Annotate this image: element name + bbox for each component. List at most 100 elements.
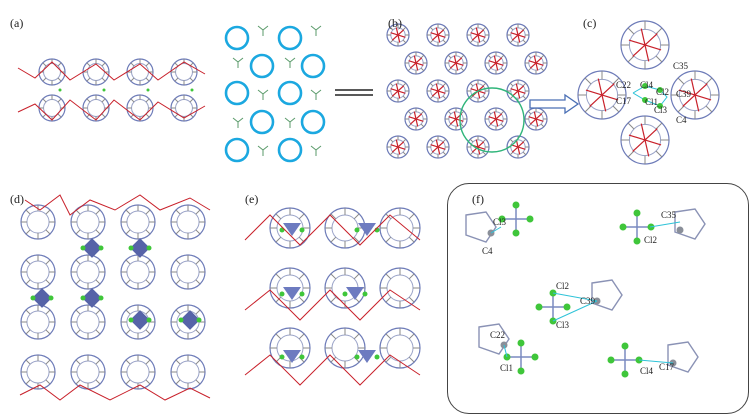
cage-bond — [145, 98, 150, 103]
cage-bond — [509, 39, 514, 44]
chlorine-atom — [517, 339, 525, 347]
cage-bond — [385, 333, 392, 340]
anion-polyhedron — [180, 310, 200, 330]
cage-bond — [174, 98, 179, 103]
anion-polyhedron — [82, 288, 102, 308]
metal-bond — [409, 57, 423, 69]
arrow-right-icon — [529, 93, 580, 115]
cage-bond — [389, 138, 394, 143]
red-framework-bond — [19, 384, 211, 401]
cage-bond — [469, 138, 474, 143]
cage-bond — [540, 67, 545, 72]
cage-bond — [408, 273, 415, 280]
cage-bond — [487, 67, 492, 72]
chlorine-atom — [633, 209, 641, 217]
cage-bond — [95, 209, 101, 215]
cage-inner-ring — [26, 260, 50, 284]
cage-bond — [500, 67, 505, 72]
red-framework-bond — [17, 61, 206, 81]
cage-bond — [402, 82, 407, 87]
cage-bond — [429, 82, 434, 87]
cage-bond — [45, 229, 51, 235]
cage-bond — [95, 379, 101, 385]
cage-bond — [655, 150, 663, 158]
atom-label: C35 — [673, 61, 689, 71]
cage-bond — [420, 110, 425, 115]
panel-a-label: (a) — [10, 16, 24, 30]
cage-bond — [75, 379, 81, 385]
panel-f-frame — [447, 183, 749, 414]
cage-bond — [298, 273, 305, 280]
cage-inner-ring — [126, 260, 150, 284]
schematic-anion-icon — [232, 117, 244, 128]
atom-label: Cl3 — [493, 217, 507, 227]
cage-bond — [442, 39, 447, 44]
cage-bond — [125, 259, 131, 265]
cage-bond — [145, 113, 150, 118]
chlorine-atom — [621, 342, 629, 350]
cage-bond — [353, 333, 360, 340]
chlorine-atom — [642, 83, 648, 89]
cage-bond — [275, 296, 282, 303]
metal-bond — [391, 29, 405, 41]
cage-bond — [527, 67, 532, 72]
chlorine-atom — [279, 354, 285, 360]
schematic-anion-icon — [257, 89, 269, 100]
cage-bond — [705, 105, 713, 113]
panel-b-label: (b) — [388, 16, 402, 30]
cage-bond — [125, 279, 131, 285]
cage-bond — [189, 77, 194, 82]
metal-bond — [682, 83, 708, 107]
schematic-cage-circle — [277, 137, 303, 163]
cage-bond — [442, 151, 447, 156]
cage-bond — [522, 82, 527, 87]
metal-bond — [391, 85, 405, 97]
chlorine-atom — [657, 103, 663, 109]
cage-bond — [298, 213, 305, 220]
cage-bond — [175, 359, 181, 365]
atom-label: Cl2 — [644, 235, 658, 245]
cage-bond — [330, 296, 337, 303]
chlorine-atom — [190, 88, 194, 92]
cage-bond — [482, 82, 487, 87]
ligand-fragment — [667, 341, 699, 373]
chlorine-atom — [354, 354, 360, 360]
schematic-anion-icon — [257, 25, 269, 36]
chlorine-atom — [102, 88, 106, 92]
cage-bond — [175, 229, 181, 235]
cage-bond — [330, 213, 337, 220]
cage-bond — [408, 356, 415, 363]
cage-bond — [175, 209, 181, 215]
atom-label: C4 — [676, 115, 687, 125]
cage-bond — [25, 259, 31, 265]
red-framework-bond — [244, 214, 421, 246]
schematic-cage-circle — [277, 25, 303, 51]
atom-label: C4 — [482, 246, 493, 256]
cage-bond — [509, 138, 514, 143]
chlorine-atom — [517, 367, 525, 375]
cage-inner-ring — [386, 334, 414, 362]
chlorine-atom — [146, 317, 152, 323]
cage-bond — [389, 39, 394, 44]
cage-bond — [145, 309, 151, 315]
cage-bond — [189, 98, 194, 103]
cage-bond — [522, 138, 527, 143]
panel-d-label: (d) — [10, 192, 24, 206]
cage-bond — [407, 67, 412, 72]
cage-inner-ring — [126, 210, 150, 234]
cage-bond — [330, 273, 337, 280]
chlorine-atom — [535, 303, 543, 311]
panel-e-label: (e) — [245, 192, 259, 206]
atom-label: C22 — [616, 80, 632, 90]
contact-line — [638, 359, 674, 364]
atom-label: C17 — [659, 362, 675, 372]
cage-bond — [527, 54, 532, 59]
chlorine-atom — [621, 370, 629, 378]
cage-bond — [42, 98, 47, 103]
atom-label: Cl1 — [500, 363, 514, 373]
cage-bond — [487, 110, 492, 115]
red-framework-bond — [24, 194, 211, 216]
cage-bond — [25, 329, 31, 335]
metal-bond — [391, 141, 405, 153]
cage-bond — [57, 77, 62, 82]
